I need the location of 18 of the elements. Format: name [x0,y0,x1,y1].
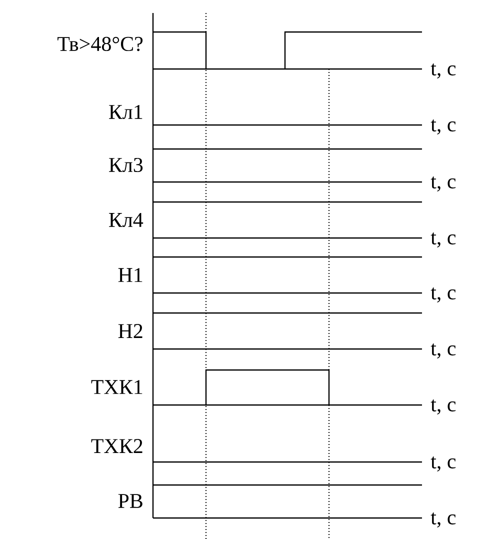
signal-name: Кл1 [109,104,142,120]
axis-label: t, с [430,232,456,248]
axis-label: t, с [430,176,456,192]
axis-label: t, с [430,287,456,303]
signal-name: ТХК2 [91,439,142,453]
axis-label: t, с [430,119,456,135]
axis-label: t, с [430,456,456,472]
signal-name: Н2 [118,324,142,338]
signal-name: РВ [118,494,142,508]
signal-name: Н1 [118,268,142,282]
axis-label: t, с [430,512,456,528]
signal-name: Тв>48°С? [58,36,143,52]
signal-name: Кл4 [109,213,144,228]
axis-label: t, с [430,63,456,79]
signal-name: Кл3 [109,158,143,172]
axis-label: t, с [430,399,456,415]
axis-label: t, с [430,343,456,359]
signal-name: ТХК1 [91,380,142,394]
